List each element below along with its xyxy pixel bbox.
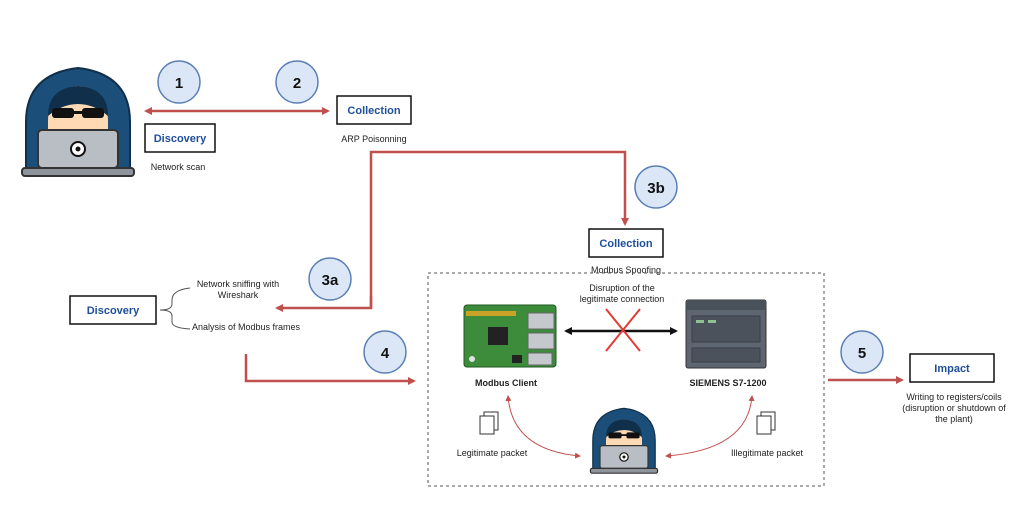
- caption-analysis: Analysis of Modbus frames: [192, 322, 301, 332]
- box-collection-mid: Collection: [588, 228, 664, 258]
- step-5-label: 5: [858, 345, 866, 362]
- caption-impact-line3: the plant): [935, 414, 973, 424]
- curve-legit-packet: [505, 395, 581, 459]
- box-discovery-top-label: Discovery: [154, 133, 207, 145]
- red-cross-icon: [605, 308, 641, 352]
- step-4-label: 4: [381, 345, 390, 362]
- step-5: 5: [840, 330, 884, 374]
- step-2: 2: [275, 60, 319, 104]
- step-3a: 3a: [308, 257, 352, 301]
- caption-sniff-line1: Network sniffing with: [197, 279, 279, 289]
- step-2-label: 2: [293, 75, 301, 92]
- caption-modbus-spoofing: Modbus Spoofing: [591, 265, 661, 275]
- caption-illegit-packet: Illegitimate packet: [731, 448, 804, 458]
- step-3b: 3b: [634, 165, 678, 209]
- caption-impact-line2: (disruption or shutdown of: [902, 403, 1006, 413]
- arrow-to-discovery-left: [275, 296, 373, 312]
- caption-disruption-line2: legitimate connection: [580, 294, 665, 304]
- brace: [159, 287, 191, 330]
- box-collection-top-label: Collection: [347, 105, 400, 117]
- step-1-label: 1: [175, 75, 183, 92]
- plc-icon: [685, 299, 767, 369]
- caption-legit-packet: Legitimate packet: [457, 448, 528, 458]
- arrow-to-collection-mid: [369, 150, 629, 308]
- caption-siemens: SIEMENS S7-1200: [689, 378, 766, 388]
- document-icon: [756, 411, 776, 435]
- hacker-icon: [21, 66, 135, 177]
- attack-zone: [427, 272, 825, 487]
- caption-modbus-client: Modbus Client: [475, 378, 537, 388]
- raspberry-pi-icon: [463, 304, 557, 368]
- box-collection-mid-label: Collection: [599, 238, 652, 250]
- caption-arp-poisoning: ARP Poisonning: [341, 134, 406, 144]
- caption-sniff-line2: Wireshark: [218, 290, 259, 300]
- caption-disruption-line1: Disruption of the: [589, 283, 655, 293]
- document-icon: [479, 411, 499, 435]
- curve-illegit-packet: [665, 395, 755, 459]
- box-discovery-top: Discovery: [144, 123, 216, 153]
- caption-network-scan: Network scan: [151, 162, 206, 172]
- arrow-to-attack-zone: [244, 354, 416, 385]
- step-3b-label: 3b: [647, 180, 665, 197]
- step-3a-label: 3a: [322, 272, 339, 289]
- caption-impact-line1: Writing to registers/coils: [906, 392, 1002, 402]
- hacker-icon: [589, 407, 659, 474]
- box-collection-top: Collection: [336, 95, 412, 125]
- step-4: 4: [363, 330, 407, 374]
- box-impact-label: Impact: [934, 363, 970, 375]
- box-discovery-left: Discovery: [69, 295, 157, 325]
- box-impact: Impact: [909, 353, 995, 383]
- step-1: 1: [157, 60, 201, 104]
- box-discovery-left-label: Discovery: [87, 305, 140, 317]
